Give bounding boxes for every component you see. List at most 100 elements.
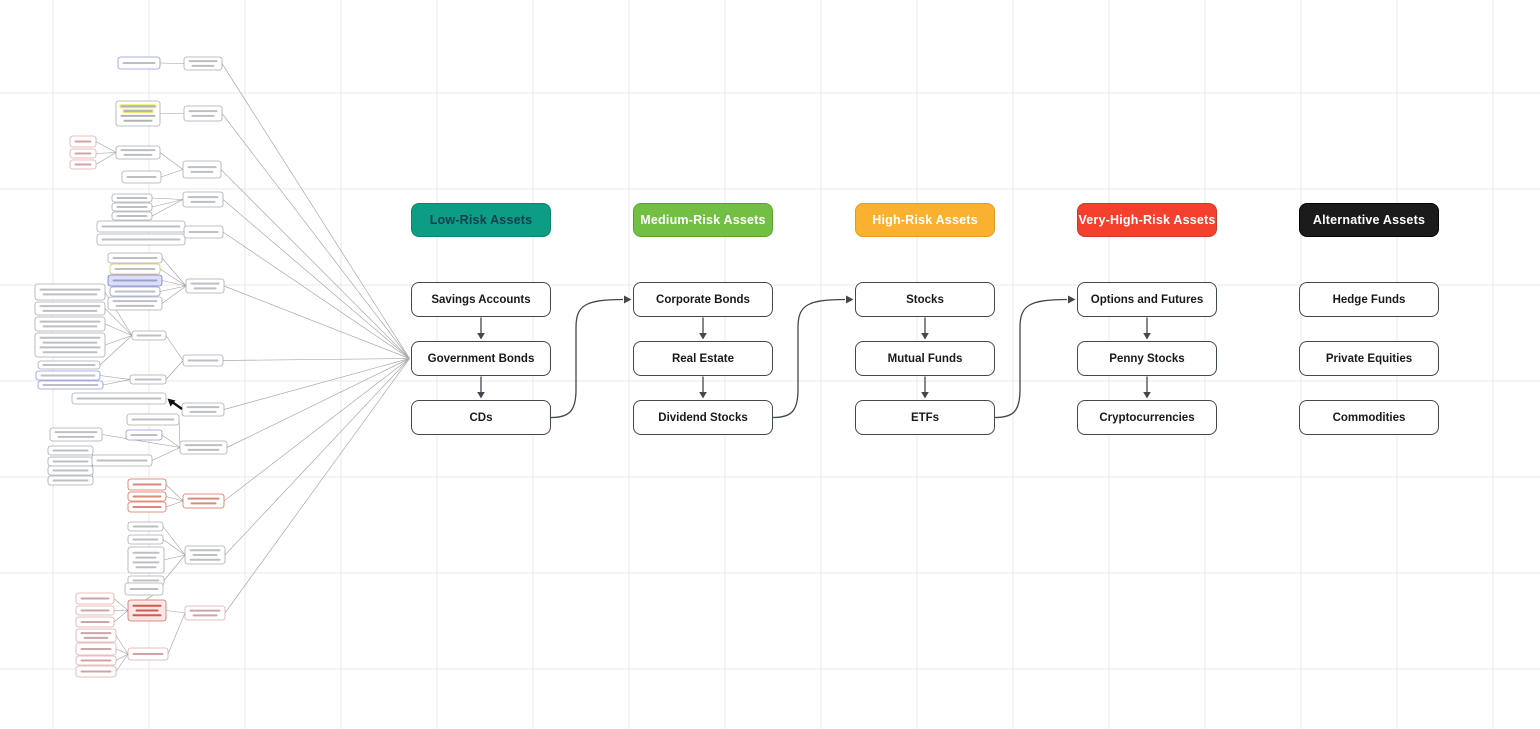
- minimap-edge: [113, 610, 129, 623]
- minimap-text-line: [42, 309, 98, 312]
- minimap-edge: [151, 197, 184, 200]
- node-stocks[interactable]: Stocks: [855, 282, 995, 317]
- minimap-text-line: [132, 525, 159, 528]
- minimap-text-line: [80, 670, 112, 673]
- minimap-edge: [151, 447, 181, 461]
- minimap-text-line: [189, 410, 217, 413]
- cross-link: [772, 298, 846, 419]
- minimap-node[interactable]: [115, 145, 161, 160]
- column-header-alternative[interactable]: Alternative Assets: [1299, 203, 1439, 237]
- minimap-text-line: [132, 506, 162, 508]
- minimap-text-line: [132, 551, 160, 554]
- minimap-node[interactable]: [127, 546, 165, 574]
- minimap-edge: [95, 141, 117, 153]
- cross-link: [550, 298, 624, 419]
- minimap-text-line: [184, 444, 223, 447]
- minimap-text-line: [116, 206, 148, 208]
- minimap-node[interactable]: [179, 440, 228, 455]
- minimap-edge: [104, 323, 133, 336]
- minimap-node[interactable]: [34, 332, 106, 358]
- minimap-fan-line: [222, 199, 410, 359]
- minimap-fan-line: [226, 358, 410, 448]
- minimap-fan-line: [223, 358, 410, 502]
- minimap-text-line: [190, 200, 216, 203]
- minimap-node[interactable]: [183, 56, 223, 71]
- minimap-edge: [161, 285, 187, 304]
- minimap-fan-line: [222, 231, 410, 359]
- minimap-node[interactable]: [182, 191, 224, 208]
- node-savings-accounts[interactable]: Savings Accounts: [411, 282, 551, 317]
- node-corporate-bonds[interactable]: Corporate Bonds: [633, 282, 773, 317]
- minimap-fan-line: [223, 285, 410, 359]
- minimap-edge: [165, 496, 184, 502]
- minimap-text-line: [115, 304, 155, 307]
- minimap-edge: [161, 280, 187, 287]
- minimap-node[interactable]: [181, 402, 225, 417]
- minimap-text-line: [189, 549, 221, 552]
- minimap-node[interactable]: [182, 493, 225, 509]
- minimap-node[interactable]: [34, 316, 106, 332]
- minimap-node[interactable]: [185, 278, 225, 294]
- minimap-node[interactable]: [183, 105, 223, 122]
- minimap-text-line: [130, 434, 158, 436]
- minimap-node[interactable]: [49, 427, 103, 442]
- node-real-estate[interactable]: Real Estate: [633, 341, 773, 376]
- minimap-node[interactable]: [75, 628, 117, 643]
- minimap-text-line: [189, 558, 221, 561]
- node-mutual-funds[interactable]: Mutual Funds: [855, 341, 995, 376]
- minimap-text-line: [120, 149, 156, 152]
- minimap-text-line: [74, 152, 92, 155]
- column-header-medium-risk[interactable]: Medium-Risk Assets: [633, 203, 773, 237]
- minimap-text-line: [114, 268, 156, 270]
- minimap-text-line: [189, 609, 221, 612]
- node-cds[interactable]: CDs: [411, 400, 551, 435]
- minimap-text-line: [101, 225, 181, 228]
- node-private-equities[interactable]: Private Equities: [1299, 341, 1439, 376]
- minimap-fan-line: [223, 358, 410, 410]
- node-commodities[interactable]: Commodities: [1299, 400, 1439, 435]
- minimap-edge: [99, 375, 131, 380]
- minimap-text-line: [132, 653, 164, 655]
- minimap-text-line: [129, 588, 159, 590]
- minimap-fan-line: [224, 358, 410, 556]
- minimap-edge: [162, 539, 186, 556]
- minimap-edge: [165, 500, 184, 508]
- minimap-text-line: [74, 140, 92, 143]
- cross-link-arrowhead: [846, 295, 854, 304]
- minimap-text-line: [135, 556, 157, 559]
- minimap-text-line: [123, 110, 153, 113]
- minimap-edge: [162, 526, 186, 556]
- column-header-low-risk[interactable]: Low-Risk Assets: [411, 203, 551, 237]
- minimap-edge: [163, 554, 186, 561]
- node-government-bonds[interactable]: Government Bonds: [411, 341, 551, 376]
- minimap-node[interactable]: [107, 296, 163, 311]
- node-etfs[interactable]: ETFs: [855, 400, 995, 435]
- node-options-and-futures[interactable]: Options and Futures: [1077, 282, 1217, 317]
- minimap-node[interactable]: [34, 283, 106, 301]
- minimap-fan-line: [224, 358, 410, 614]
- minimap-text-line: [120, 114, 156, 117]
- minimap-edge: [163, 554, 186, 581]
- node-hedge-funds[interactable]: Hedge Funds: [1299, 282, 1439, 317]
- minimap-edge: [165, 610, 186, 614]
- minimap-fan-line: [221, 113, 410, 359]
- minimap-text-line: [120, 105, 156, 108]
- node-penny-stocks[interactable]: Penny Stocks: [1077, 341, 1217, 376]
- node-cryptocurrencies[interactable]: Cryptocurrencies: [1077, 400, 1217, 435]
- minimap-edge: [159, 285, 187, 292]
- flow-arrowhead: [921, 333, 929, 340]
- minimap-node[interactable]: [184, 605, 226, 621]
- minimap-black-arrowhead: [167, 398, 176, 407]
- minimap-edge: [102, 379, 131, 386]
- flow-arrowhead: [921, 392, 929, 399]
- minimap-text-line: [123, 153, 153, 156]
- minimap-node[interactable]: [182, 160, 222, 179]
- minimap-text-line: [114, 290, 156, 293]
- minimap-text-line: [42, 351, 98, 354]
- column-header-high-risk[interactable]: High-Risk Assets: [855, 203, 995, 237]
- minimap-node[interactable]: [34, 301, 106, 316]
- minimap-edge: [159, 152, 184, 170]
- node-dividend-stocks[interactable]: Dividend Stocks: [633, 400, 773, 435]
- column-header-very-high-risk[interactable]: Very-High-Risk Assets: [1077, 203, 1217, 237]
